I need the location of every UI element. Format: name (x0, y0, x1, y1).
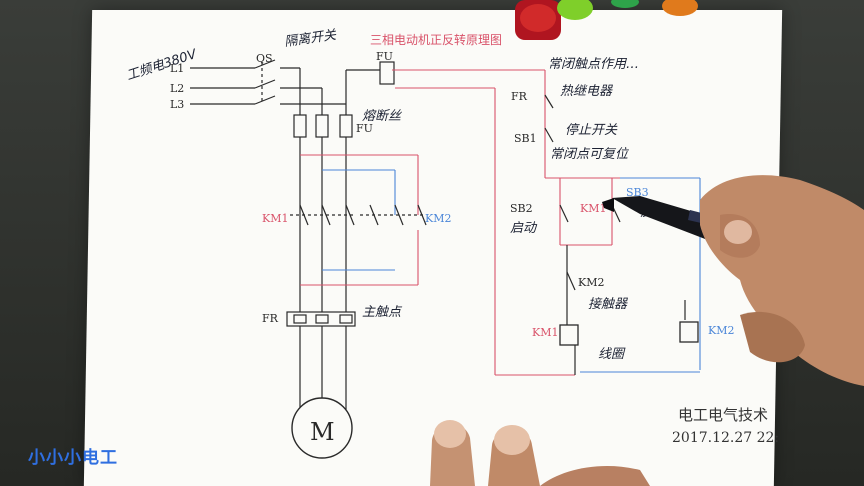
diagram-title: 三相电动机正反转原理图 (370, 33, 503, 47)
orange-lamp (662, 0, 698, 16)
main-fuses (293, 61, 395, 138)
label-fr-ctrl: FR (511, 90, 528, 103)
note-sb1: 停止开关 (565, 123, 618, 138)
red-lamp-lens (520, 4, 556, 32)
label-km2-interlock: KM2 (578, 276, 604, 289)
red-wiring (300, 69, 620, 376)
note-ctrl1: 常闭触点作用… (548, 57, 639, 72)
label-qs: QS (256, 52, 273, 65)
printed-labels: L1 L2 L3 QS FU FU FR SB1 SB2 SB3 KM1 KM2… (170, 50, 734, 446)
footer-title: 电工电气技术 (678, 406, 769, 424)
label-sb1: SB1 (514, 132, 537, 145)
green-lamp (557, 0, 593, 20)
left-hand (430, 420, 650, 486)
right-hand (700, 175, 864, 386)
footer-date: 2017.12.27 22: (672, 430, 780, 446)
thermal-relay (286, 311, 356, 327)
note-supply: 工频电380V (125, 47, 200, 84)
label-l1: L1 (170, 62, 184, 75)
label-l2: L2 (170, 82, 184, 95)
label-fu-ctrl: FU (376, 50, 393, 63)
label-fr-main: FR (262, 312, 279, 325)
label-fu-main: FU (356, 122, 373, 135)
note-sb2: 启动 (510, 221, 538, 236)
label-sb2: SB2 (510, 202, 533, 215)
channel-watermark: 小小小电工 (28, 448, 118, 468)
label-motor: M (310, 418, 335, 446)
note-fr: 热继电器 (560, 84, 613, 99)
control-contacts (544, 94, 686, 375)
label-l3: L3 (170, 98, 184, 111)
note-km: 接触器 (588, 297, 628, 312)
label-km1-main: KM1 (262, 212, 288, 225)
coils (559, 321, 699, 346)
note-fuse: 熔断丝 (362, 109, 403, 124)
power-lines (190, 59, 385, 430)
note-sb1b: 常闭点可复位 (550, 146, 630, 162)
label-km2-main: KM2 (425, 212, 451, 225)
km1-main-contacts (290, 204, 356, 226)
indicator-lamps (515, 0, 698, 40)
km2-main-contacts (360, 204, 427, 226)
label-sb3: SB3 (626, 186, 649, 199)
note-coil: 线圈 (598, 347, 626, 362)
green-lamp-2 (611, 0, 639, 8)
note-qs: 隔离开关 (283, 27, 338, 50)
label-km1-coil: KM1 (532, 326, 558, 339)
motor (291, 397, 353, 459)
handwritten-notes: 工频电380V 隔离开关 熔断丝 热继电器 常闭触点作用… 停止开关 常闭点可复… (125, 27, 668, 362)
note-fr-main: 主触点 (362, 305, 403, 320)
label-km2-coil: KM2 (708, 324, 734, 337)
label-km1-aux: KM1 (580, 202, 606, 215)
